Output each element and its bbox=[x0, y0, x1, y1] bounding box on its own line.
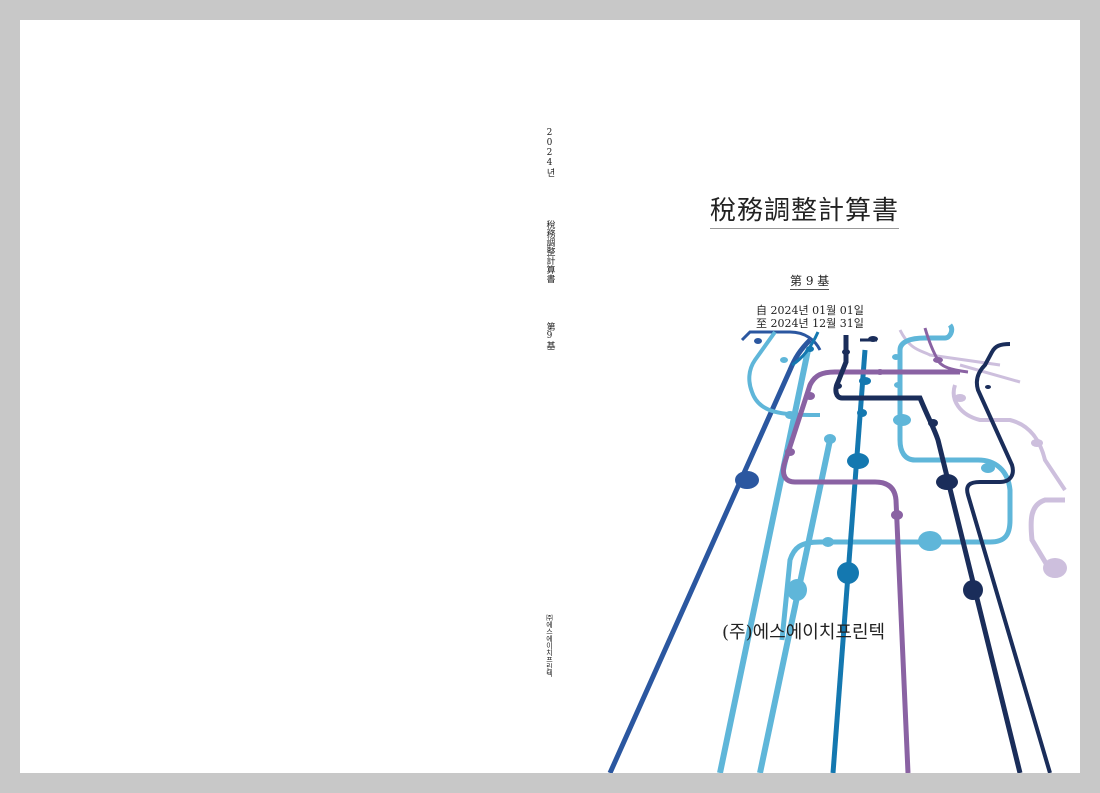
spine-title: 稅務調整計算書 bbox=[544, 220, 555, 283]
metro-station-lavender-2 bbox=[1043, 558, 1067, 578]
metro-line-light-blue-long bbox=[717, 349, 811, 773]
metro-station-light-7 bbox=[981, 463, 995, 473]
metro-station-navy-1 bbox=[936, 474, 958, 490]
metro-line-lavender-2 bbox=[959, 363, 1021, 384]
metro-station-light-3 bbox=[824, 434, 836, 444]
metro-line-ocean-blue bbox=[830, 349, 868, 773]
cover-date-to: 至 2024년 12월 31일 bbox=[756, 317, 864, 330]
spine-company: ㈜에스에이치프린텍 bbox=[545, 614, 554, 677]
metro-station-light-5 bbox=[822, 537, 834, 547]
metro-station-ocean-4 bbox=[859, 377, 871, 385]
metro-station-lavender-1 bbox=[1031, 439, 1043, 447]
metro-line-navy-2 bbox=[965, 342, 1052, 773]
metro-station-light-8 bbox=[893, 414, 911, 426]
metro-station-light-10 bbox=[892, 354, 900, 360]
metro-line-ocean-top bbox=[791, 331, 820, 367]
metro-station-navy-3 bbox=[928, 419, 938, 427]
metro-line-graphic bbox=[607, 323, 1067, 773]
metro-line-light-blue-2 bbox=[757, 439, 833, 773]
metro-station-navy-5 bbox=[842, 349, 850, 355]
metro-station-navy-7 bbox=[868, 336, 878, 342]
metro-line-blue-long bbox=[607, 338, 812, 773]
metro-station-navy-6 bbox=[985, 385, 991, 389]
metro-station-top-1 bbox=[754, 338, 762, 344]
metro-line-light-blue-loop bbox=[779, 323, 1013, 641]
metro-station-lavender-3 bbox=[954, 394, 966, 402]
metro-station-navy-2 bbox=[963, 580, 983, 600]
metro-station-navy-4 bbox=[834, 383, 842, 389]
metro-station-purple-4 bbox=[876, 369, 884, 375]
metro-station-light-4 bbox=[787, 579, 807, 601]
cover-dates: 自 2024년 01월 01일 至 2024년 12월 31일 bbox=[756, 304, 864, 330]
metro-station-ocean-3 bbox=[857, 409, 867, 417]
metro-station-purple-3 bbox=[805, 392, 815, 400]
metro-line-lavender-1 bbox=[898, 329, 1001, 367]
metro-station-light-6 bbox=[918, 531, 942, 551]
metro-station-light-2 bbox=[780, 357, 788, 363]
cover-date-from: 自 2024년 01월 01일 bbox=[756, 304, 864, 317]
metro-line-navy-top bbox=[740, 330, 822, 351]
metro-station-light-9 bbox=[894, 382, 902, 388]
cover-title: 稅務調整計算書 bbox=[710, 190, 900, 229]
metro-line-light-blue-1 bbox=[747, 330, 820, 417]
metro-line-lavender-4 bbox=[1028, 497, 1065, 572]
metro-line-purple bbox=[780, 369, 960, 773]
spine-period: 第9基 bbox=[544, 322, 555, 350]
spine-year: 2024년 bbox=[544, 128, 555, 177]
metro-station-ocean-2 bbox=[837, 562, 859, 584]
metro-station-purple-5 bbox=[933, 357, 943, 363]
metro-line-lavender-3 bbox=[951, 384, 1067, 492]
metro-station-purple-1 bbox=[891, 510, 903, 520]
metro-station-blue-large bbox=[735, 471, 759, 489]
metro-station-ocean-5 bbox=[806, 346, 814, 352]
metro-station-ocean-1 bbox=[847, 453, 869, 469]
cover-period-label: 第 9 基 bbox=[790, 274, 830, 290]
metro-station-purple-2 bbox=[785, 448, 795, 456]
cover-company: (주)에스에이치프린텍 bbox=[722, 622, 886, 643]
document-page: 2024년 稅務調整計算書 第9基 ㈜에스에이치프린텍 稅務調整計算書 第 9 … bbox=[20, 20, 1080, 773]
